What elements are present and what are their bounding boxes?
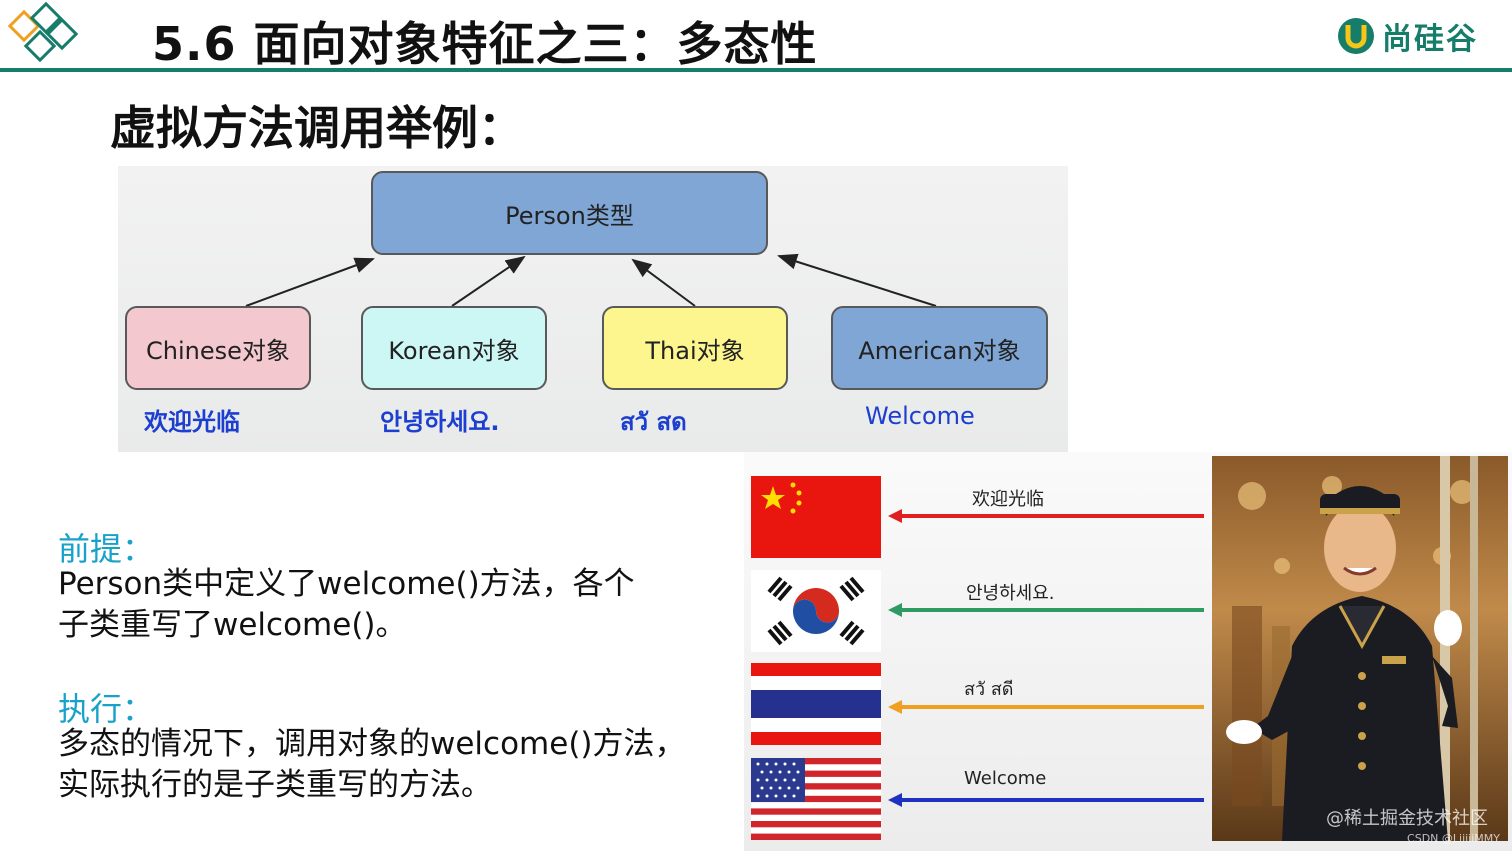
premise-line: 子类重写了welcome()。	[58, 607, 407, 643]
company-logo-icon	[7, 2, 79, 63]
usa-flag-icon	[751, 758, 881, 840]
photo-greeting-thai: สวั สดี	[964, 679, 1014, 700]
thai-greeting: สวั สด	[620, 408, 687, 436]
premise-label: 前提：	[58, 530, 155, 568]
greeting-illustration: 欢迎光临 안녕하세요. สวั สดี Welcome	[744, 452, 1512, 851]
brand-u-icon	[1338, 18, 1374, 54]
american-greeting: Welcome	[865, 402, 975, 430]
doorman-photo	[1212, 456, 1508, 841]
korean-object-node: Korean对象	[361, 306, 547, 390]
watermark-text: @稀土掘金技术社区	[1326, 808, 1488, 829]
thailand-flag-icon	[751, 663, 881, 745]
title-divider	[0, 68, 1512, 72]
photo-greeting-chinese: 欢迎光临	[972, 489, 1044, 510]
china-flag-icon	[751, 476, 881, 558]
execution-line: 实际执行的是子类重写的方法。	[58, 767, 492, 803]
photo-greeting-korean: 안녕하세요.	[966, 583, 1055, 604]
inheritance-arrows	[245, 253, 937, 307]
korea-flag-icon	[751, 570, 881, 652]
execution-label: 执行：	[58, 690, 155, 728]
chinese-greeting: 欢迎光临	[144, 408, 240, 436]
section-subheading: 虚拟方法调用举例：	[110, 101, 524, 155]
execution-text: 多态的情况下，调用对象的welcome()方法， 实际执行的是子类重写的方法。	[58, 724, 686, 806]
person-type-node: Person类型	[371, 171, 768, 255]
brand-name: 尚硅谷	[1382, 22, 1478, 57]
premise-text: Person类中定义了welcome()方法，各个 子类重写了welcome()…	[58, 564, 635, 646]
inheritance-diagram: Person类型 Chinese对象 Korean对象 Thai对象 Ameri…	[118, 166, 1068, 452]
thai-object-node: Thai对象	[602, 306, 788, 390]
greeting-arrows	[888, 509, 1204, 807]
korean-greeting: 안녕하세요.	[380, 408, 500, 436]
brand-logo: 尚硅谷	[1336, 14, 1478, 58]
execution-line: 多态的情况下，调用对象的welcome()方法，	[58, 726, 686, 762]
slide-title: 5.6 面向对象特征之三：多态性	[152, 17, 818, 71]
premise-line: Person类中定义了welcome()方法，各个	[58, 566, 635, 602]
credit-text: CSDN @LiiiiiMMY	[1407, 832, 1500, 845]
photo-greeting-american: Welcome	[964, 768, 1047, 789]
american-object-node: American对象	[831, 306, 1048, 390]
chinese-object-node: Chinese对象	[125, 306, 311, 390]
